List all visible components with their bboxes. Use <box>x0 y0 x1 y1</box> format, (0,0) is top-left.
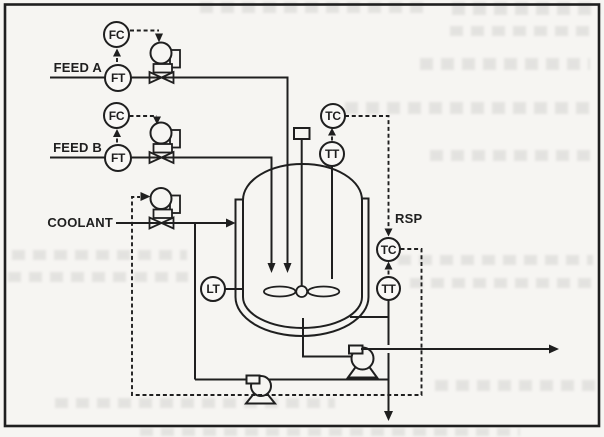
valve-body <box>148 216 175 230</box>
instrument-jacket-temperature-controller: TC <box>376 237 401 262</box>
valve-bonnet <box>152 143 173 154</box>
feed-b-control-valve <box>148 121 181 165</box>
instrument-jacket-temperature-transmitter: TT <box>376 276 401 301</box>
agitator-motor <box>293 127 311 140</box>
feed-a-pipe <box>50 76 289 264</box>
instrument-feed-b-flow-transmitter: FT <box>104 144 132 172</box>
valve-actuator <box>149 41 173 65</box>
pump-volute <box>348 344 364 355</box>
valve-body <box>148 150 175 165</box>
product-pump <box>346 344 379 379</box>
coolant-circulation-pump <box>243 374 278 405</box>
arrow-into-feed-b-valve <box>153 116 161 125</box>
coolant-drain-arrow <box>384 411 393 421</box>
feed-b-label: FEED B <box>53 140 102 155</box>
instrument-feed-a-flow-controller: FC <box>103 21 130 48</box>
arrow-into-reactor-tc <box>328 128 336 136</box>
arrow-into-jacket-tc <box>384 261 393 270</box>
signal-jacket-tc-to-coolant-valve <box>131 196 423 396</box>
arrow-into-feed-a-valve <box>155 33 163 43</box>
impeller-hub <box>295 285 309 298</box>
instrument-reactor-temperature-controller: TC <box>320 103 346 129</box>
coolant-label: COOLANT <box>47 215 113 230</box>
coolant-control-valve <box>148 187 181 230</box>
instrument-reactor-level-transmitter: LT <box>200 276 226 302</box>
arrow-into-coolant-valve <box>140 192 151 201</box>
figure-border <box>3 3 601 428</box>
valve-bonnet <box>152 63 173 74</box>
impeller-blade-right <box>306 285 341 298</box>
product-outlet-arrow <box>549 344 559 354</box>
impeller-blade-left <box>263 285 297 298</box>
feed-b-dip-tube-arrow <box>267 263 276 273</box>
reactor-jacket <box>234 197 370 337</box>
signal-reactor-tc-to-rsp <box>345 115 390 229</box>
arrow-into-fc-a <box>113 48 121 57</box>
feed-a-label: FEED A <box>53 60 102 75</box>
valve-actuator <box>149 187 173 210</box>
coolant-inlet-arrow <box>226 218 236 228</box>
pump-volute <box>245 374 261 385</box>
instrument-feed-b-flow-controller: FC <box>103 102 130 129</box>
reactor-vessel-wall <box>242 163 363 329</box>
instrument-reactor-temperature-transmitter: TT <box>319 141 345 167</box>
instrument-feed-a-flow-transmitter: FT <box>104 64 132 92</box>
arrow-into-fc-b <box>113 129 121 137</box>
valve-actuator <box>149 121 173 145</box>
valve-body <box>148 70 175 85</box>
valve-bonnet <box>152 208 173 219</box>
rsp-arrow <box>384 228 393 237</box>
vessel-outlet-pipe <box>302 318 352 358</box>
rsp-label: RSP <box>395 211 423 226</box>
feed-a-dip-tube-arrow <box>283 263 292 273</box>
feed-a-control-valve <box>148 41 181 85</box>
